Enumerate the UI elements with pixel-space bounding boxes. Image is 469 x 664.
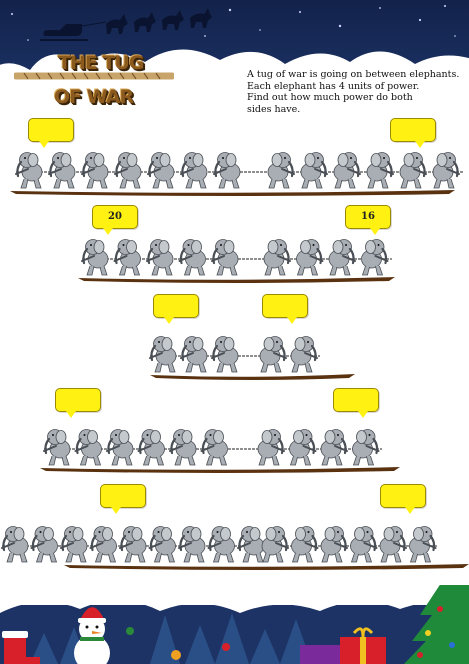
elephant-right — [333, 152, 361, 189]
elephant-right — [257, 429, 285, 466]
left-answer-bubble-row-5[interactable] — [100, 484, 146, 514]
elephant-left — [43, 429, 71, 466]
elephant-left — [48, 152, 76, 189]
elephant-right — [328, 239, 356, 276]
left-answer-bubble-row-1[interactable] — [28, 118, 74, 148]
elephant-left — [237, 526, 265, 563]
page-title: THE TUG OF WAR — [14, 52, 214, 112]
elephant-right — [432, 152, 460, 189]
tug-row-5 — [1, 526, 469, 570]
elephant-left — [178, 239, 206, 276]
stars-decoration — [11, 5, 456, 41]
elephant-right — [259, 336, 287, 373]
elephant-right — [361, 239, 389, 276]
right-answer-bubble-row-5[interactable] — [380, 484, 426, 514]
elephant-left — [149, 336, 177, 373]
elephant-left — [207, 526, 235, 563]
elephant-right — [296, 239, 324, 276]
elephant-right — [320, 526, 348, 563]
elephant-right — [261, 526, 289, 563]
elephant-left — [113, 239, 141, 276]
elephant-left — [81, 152, 109, 189]
elephant-left — [15, 152, 43, 189]
sleigh-reindeer-icon — [40, 8, 212, 41]
title-line-1: THE TUG — [58, 52, 144, 74]
elephant-left — [1, 526, 29, 563]
elephant-right — [352, 429, 380, 466]
elephant-right — [263, 239, 291, 276]
ground-line — [78, 277, 395, 283]
elephant-right — [366, 152, 394, 189]
boot-icon — [2, 631, 40, 664]
elephant-left — [81, 239, 109, 276]
elephant-left — [106, 429, 134, 466]
elephant-left — [211, 239, 239, 276]
ornament-icon — [126, 627, 230, 660]
elephant-right — [320, 429, 348, 466]
elephant-left — [147, 152, 175, 189]
elephant-right — [290, 336, 318, 373]
instruction-line: A tug of war is going on between elephan… — [247, 69, 460, 80]
instruction-line: sides have. — [247, 103, 301, 115]
elephant-left — [200, 429, 228, 466]
elephant-left — [30, 526, 58, 563]
left-answer-bubble-row-3[interactable] — [153, 294, 199, 324]
rope-icon — [14, 72, 174, 80]
elephant-right — [300, 152, 328, 189]
instructions: A tug of war is going on between elephan… — [247, 69, 462, 115]
elephant-left — [89, 526, 117, 563]
ground-line — [150, 374, 355, 380]
right-answer-bubble-row-3[interactable] — [262, 294, 308, 324]
elephant-right — [409, 526, 437, 563]
title-line-2: OF WAR — [54, 86, 134, 108]
christmas-tree-icon — [404, 585, 469, 664]
elephant-left — [137, 429, 165, 466]
cloud-band — [0, 49, 469, 102]
ground-line — [64, 564, 469, 570]
tug-row-2 — [78, 239, 395, 283]
elephant-left — [74, 429, 102, 466]
elephant-right — [267, 152, 295, 189]
elephant-left — [169, 429, 197, 466]
elephant-right — [289, 429, 317, 466]
gift-box-icon — [300, 627, 386, 664]
ground-line — [40, 467, 400, 473]
instruction-line: Each elephant has 4 units of power. — [247, 80, 420, 92]
tug-row-1 — [10, 152, 464, 196]
elephant-left — [180, 336, 208, 373]
elephant-left — [146, 239, 174, 276]
elephant-right — [350, 526, 378, 563]
tug-row-4 — [40, 429, 400, 473]
elephant-right — [379, 526, 407, 563]
right-answer-bubble-row-4[interactable] — [333, 388, 379, 418]
elephant-left — [119, 526, 147, 563]
winter-scene-footer — [0, 585, 469, 664]
elephant-left — [60, 526, 88, 563]
left-answer-bubble-row-2[interactable]: 20 — [92, 205, 138, 235]
elephant-left — [180, 152, 208, 189]
elephant-left — [114, 152, 142, 189]
elephant-right — [291, 526, 319, 563]
left-answer-bubble-row-4[interactable] — [55, 388, 101, 418]
elephant-left — [213, 152, 241, 189]
elephant-left — [148, 526, 176, 563]
tug-row-3 — [149, 336, 355, 380]
elephant-left — [178, 526, 206, 563]
elephant-right — [399, 152, 427, 189]
right-answer-bubble-row-2[interactable]: 16 — [345, 205, 391, 235]
snowman-icon — [74, 607, 110, 664]
elephant-left — [211, 336, 239, 373]
right-answer-bubble-row-1[interactable] — [390, 118, 436, 148]
instruction-line: Find out how much power do both — [247, 92, 413, 103]
ground-line — [10, 190, 455, 196]
